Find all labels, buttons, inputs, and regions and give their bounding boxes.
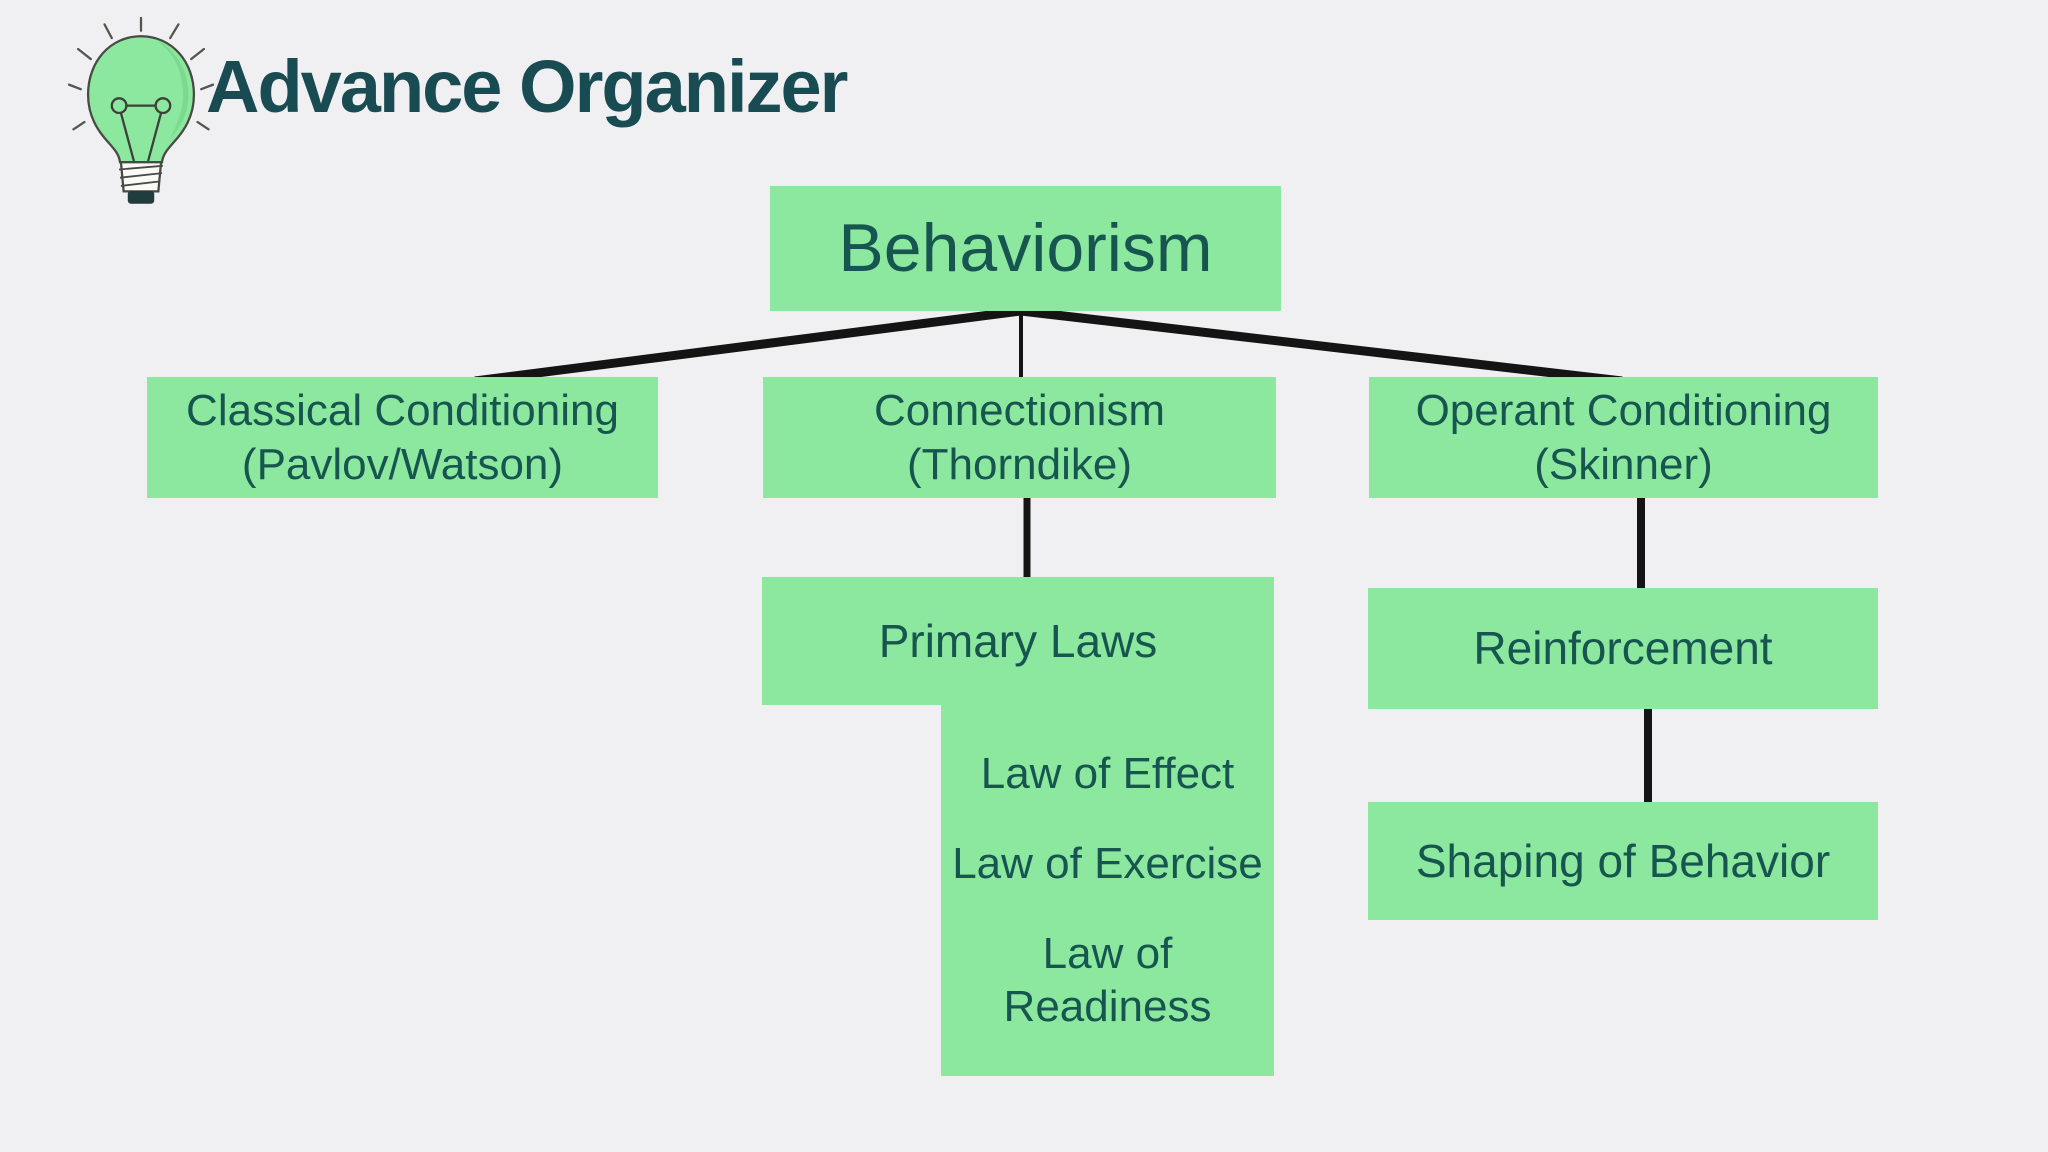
node-sublabel: (Thorndike) — [907, 439, 1132, 489]
page-title: Advance Organizer — [206, 45, 848, 128]
list-item-law-of-exercise: Law of Exercise — [952, 838, 1263, 888]
node-reinforcement: Reinforcement — [1368, 588, 1878, 709]
lightbulb-icon — [68, 16, 214, 204]
node-label: Reinforcement — [1473, 622, 1773, 675]
node-label: Primary Laws — [878, 614, 1158, 667]
node-operant-conditioning: Operant Conditioning (Skinner) — [1369, 377, 1878, 498]
node-classical-conditioning: Classical Conditioning (Pavlov/Watson) — [147, 377, 658, 498]
node-label: Connectionism — [873, 385, 1166, 435]
node-sublabel: (Skinner) — [1534, 439, 1713, 489]
node-primary-laws-list: Law of Effect Law of Exercise Law of Rea… — [941, 705, 1274, 1076]
node-primary-laws: Primary Laws — [762, 577, 1274, 705]
node-label: Behaviorism — [838, 210, 1213, 287]
node-sublabel: (Pavlov/Watson) — [241, 439, 564, 489]
node-behaviorism: Behaviorism — [770, 186, 1281, 311]
node-label: Classical Conditioning — [186, 385, 619, 435]
node-label: Operant Conditioning — [1415, 385, 1832, 435]
list-item-law-of-effect: Law of Effect — [980, 749, 1235, 799]
connector-root-classical — [474, 306, 1022, 386]
node-shaping-of-behavior: Shaping of Behavior — [1368, 802, 1878, 920]
connector-root-operant — [1020, 306, 1623, 386]
node-connectionism: Connectionism (Thorndike) — [763, 377, 1276, 498]
list-item-law-of-readiness: Law of Readiness — [1003, 928, 1212, 1032]
node-label: Shaping of Behavior — [1415, 834, 1831, 887]
